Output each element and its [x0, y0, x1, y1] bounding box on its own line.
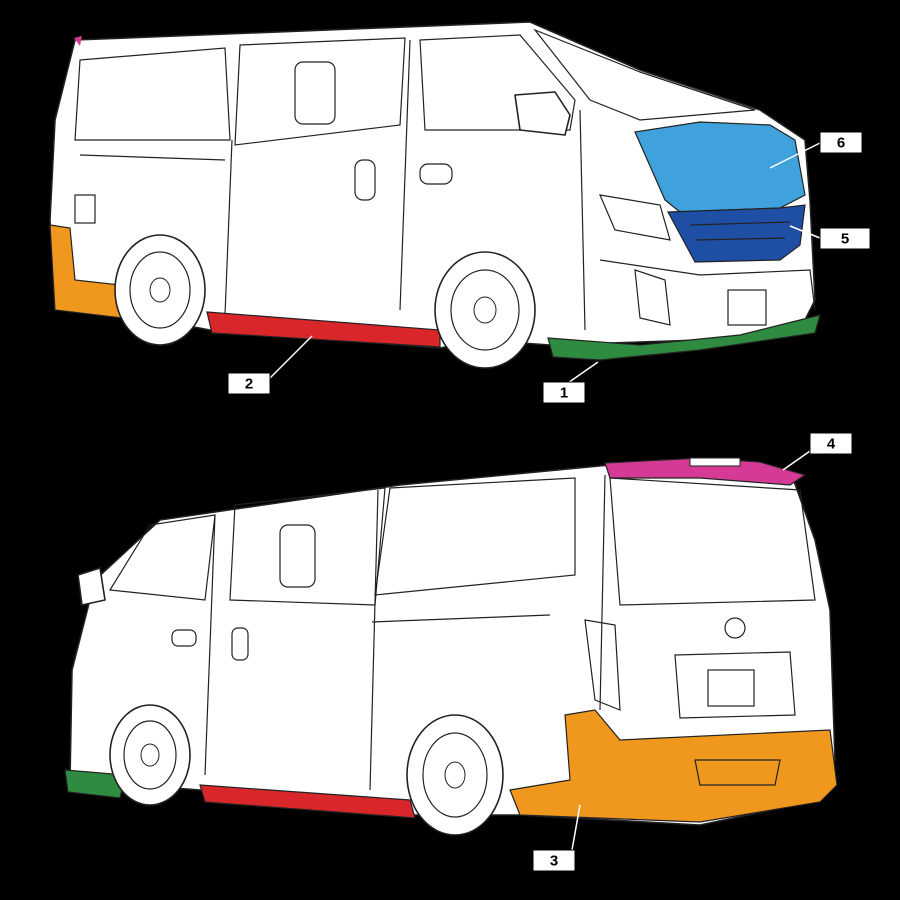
- side-mirror: [514, 91, 571, 136]
- front-bumper: [599, 259, 816, 311]
- front-wheel: [434, 251, 536, 369]
- rear-door-line-2: [369, 489, 379, 791]
- callout-1: 1: [542, 381, 586, 404]
- door-line-3: [579, 109, 586, 331]
- headlight: [599, 194, 671, 241]
- svg-text:2: 2: [245, 376, 253, 393]
- front-door-window: [419, 34, 576, 131]
- callout-5: 5: [819, 227, 871, 250]
- part-5-grille: [667, 204, 806, 263]
- svg-text:4: 4: [827, 436, 836, 453]
- part-2-side-step-rear-view: [199, 784, 416, 819]
- side-mirror-rear-view: [77, 567, 106, 606]
- callout-6: 6: [819, 131, 863, 154]
- svg-text:1: 1: [560, 385, 568, 402]
- rear-side-window: [74, 47, 231, 141]
- rear-window: [609, 477, 816, 606]
- svg-text:6: 6: [837, 135, 845, 152]
- small-window: [294, 61, 336, 125]
- svg-text:5: 5: [841, 231, 849, 248]
- leader-5: [789, 225, 821, 239]
- rear-door-line-3: [599, 474, 606, 711]
- door-line-2: [399, 39, 411, 311]
- slide-door-window: [234, 37, 406, 146]
- small-window-rear-view: [279, 524, 316, 588]
- side-trim-rear-view: [371, 614, 551, 623]
- door-handle-slide: [354, 159, 376, 201]
- leader-6: [769, 142, 821, 169]
- callout-3: 3: [532, 849, 576, 872]
- part-1-front-spoiler: [547, 314, 821, 361]
- part-3-rear-bumper: [509, 709, 838, 823]
- part-6-bonnet: [634, 121, 806, 213]
- rear-view-panel: 4 3: [0, 430, 900, 890]
- door-handle-rear-view: [231, 627, 249, 661]
- windshield: [533, 28, 756, 121]
- front-view-diagram: 2 1 6 5: [49, 21, 871, 404]
- callout-4: 4: [809, 432, 853, 455]
- door-handle-front: [419, 163, 453, 185]
- license-plate-rear: [707, 669, 755, 707]
- plate-recess: [674, 651, 796, 719]
- rear-side-window-rear-view: [374, 477, 576, 596]
- rear-door-line-1: [204, 514, 216, 776]
- door-line-1: [224, 139, 233, 316]
- part-1-front-spoiler-corner: [64, 769, 126, 799]
- brand-emblem: [724, 617, 746, 639]
- bumper-step: [694, 759, 781, 786]
- svg-text:3: 3: [550, 853, 558, 870]
- front-view-panel: 2 1 6 5: [0, 0, 900, 420]
- callout-2: 2: [227, 372, 271, 395]
- front-door-handle-rear-view: [171, 629, 197, 647]
- leader-2: [269, 335, 313, 379]
- fuel-lid: [74, 194, 96, 224]
- rear-view-diagram: 4 3: [64, 432, 853, 872]
- front-wheel-rear-view: [109, 704, 191, 806]
- fog-lamp: [634, 269, 671, 326]
- rear-wheel-rear-view: [406, 714, 504, 836]
- side-trim: [79, 154, 226, 161]
- leader-3: [571, 804, 581, 851]
- tail-light: [584, 619, 621, 711]
- leader-1: [564, 361, 599, 386]
- license-plate-front: [727, 289, 767, 326]
- high-mount-stop-lamp: [689, 457, 741, 467]
- grille-bars: [689, 221, 791, 241]
- part-4-roof-spoiler-tip: [74, 36, 82, 46]
- part-2-side-step: [206, 311, 441, 348]
- rear-wheel: [114, 234, 206, 346]
